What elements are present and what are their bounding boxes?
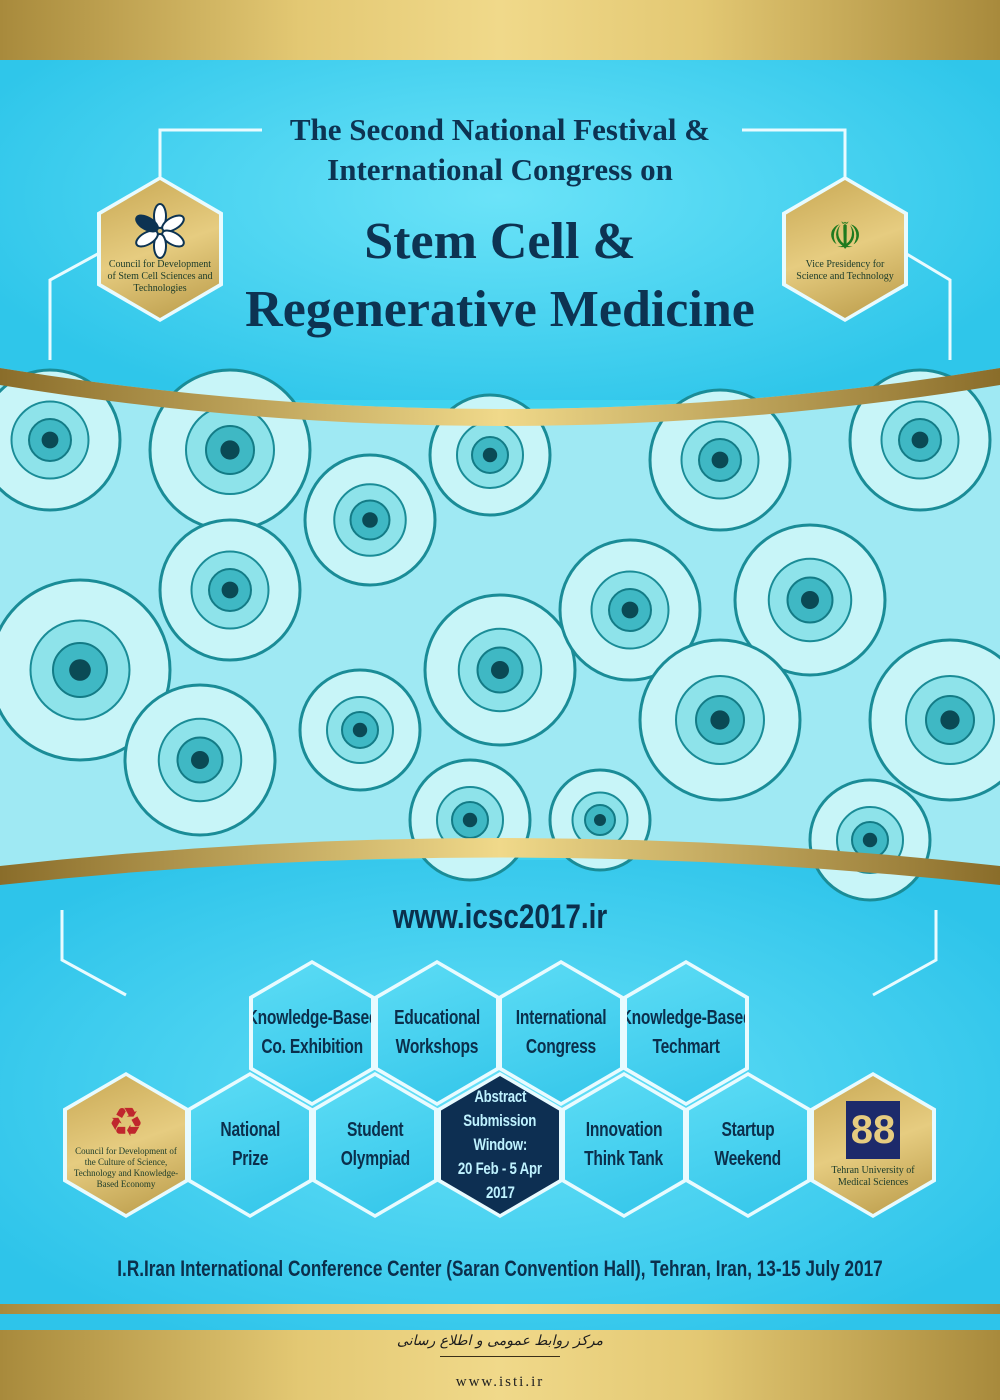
abstract-year: 2017	[485, 1183, 515, 1202]
event-label: Startup	[721, 1119, 775, 1141]
event-label: Knowledge-Based	[246, 1007, 378, 1029]
event-label: Think Tank	[584, 1148, 664, 1170]
cell-shape	[0, 368, 122, 512]
cell-shape	[123, 683, 277, 837]
top-gold-band	[0, 0, 1000, 60]
cell-shape	[408, 758, 532, 882]
title-line-2: International Congress on	[327, 152, 673, 187]
cell-shape	[848, 368, 992, 512]
ornament-divider	[440, 1356, 560, 1366]
website-url[interactable]: www.icsc2017.ir	[392, 898, 608, 936]
venue-text: I.R.Iran International Conference Center…	[117, 1256, 883, 1281]
abstract-label: Window:	[473, 1135, 527, 1154]
event-label: Educational	[394, 1007, 480, 1029]
abstract-dates: 20 Feb - 5 Apr	[458, 1159, 542, 1178]
cell-shape	[303, 453, 437, 587]
flower-logo-icon	[135, 203, 185, 259]
event-label: Co. Exhibition	[261, 1036, 363, 1058]
event-label: Innovation	[585, 1119, 663, 1141]
cell-shape	[868, 638, 1000, 802]
footer-band	[0, 1330, 1000, 1400]
logo-caption: Tehran University of Medical Sciences	[831, 1165, 915, 1188]
abstract-submission-hex: Abstract Submission Window: 20 Feb - 5 A…	[437, 1072, 563, 1218]
logo-caption: Council for Development of the Culture o…	[73, 1146, 179, 1189]
cell-shape	[298, 668, 422, 792]
footer-persian-text: مرکز روابط عمومی و اطلاع رسانی	[396, 1333, 604, 1349]
logo-tehran-university: 88 Tehran University of Medical Sciences	[810, 1072, 936, 1218]
cell-shape	[0, 578, 172, 762]
abstract-label: Submission	[463, 1111, 537, 1130]
top-gold-wave	[0, 368, 1000, 426]
event-label: International	[515, 1007, 607, 1029]
cell-shape	[808, 778, 932, 902]
tums-logo-icon: 88	[846, 1101, 900, 1159]
event-label: Prize	[231, 1148, 269, 1170]
cell-shape	[558, 538, 702, 682]
gold-strip	[0, 1304, 1000, 1314]
event-label: Techmart	[652, 1036, 720, 1058]
title-line-4: Regenerative Medicine	[245, 281, 755, 338]
cell-shape	[638, 638, 802, 802]
abstract-label: Abstract	[474, 1087, 526, 1106]
cell-shape	[648, 388, 792, 532]
event-label: National	[220, 1119, 280, 1141]
iran-emblem-icon: ☫	[827, 216, 863, 258]
event-label: Olympiad	[340, 1148, 410, 1170]
event-label: Congress	[525, 1036, 597, 1058]
event-label: Knowledge-Based	[620, 1007, 752, 1029]
title-line-3: Stem Cell &	[364, 213, 636, 270]
cell-shape	[158, 518, 302, 662]
recycle-logo-icon: ♻	[108, 1101, 144, 1145]
event-label: Student	[346, 1119, 404, 1141]
cell-shape	[733, 523, 887, 677]
footer-url[interactable]: www.isti.ir	[455, 1374, 545, 1390]
title-line-1: The Second National Festival &	[289, 112, 711, 147]
logo-caption: Council for Development of Stem Cell Sci…	[107, 259, 213, 294]
event-label: Weekend	[714, 1148, 782, 1170]
bottom-gold-wave	[0, 838, 1000, 885]
cell-shape	[423, 593, 577, 747]
logo-caption: Vice Presidency for Science and Technolo…	[796, 259, 894, 282]
event-label: Workshops	[395, 1036, 479, 1058]
logo-culture-council: ♻ Council for Development of the Culture…	[63, 1072, 189, 1218]
